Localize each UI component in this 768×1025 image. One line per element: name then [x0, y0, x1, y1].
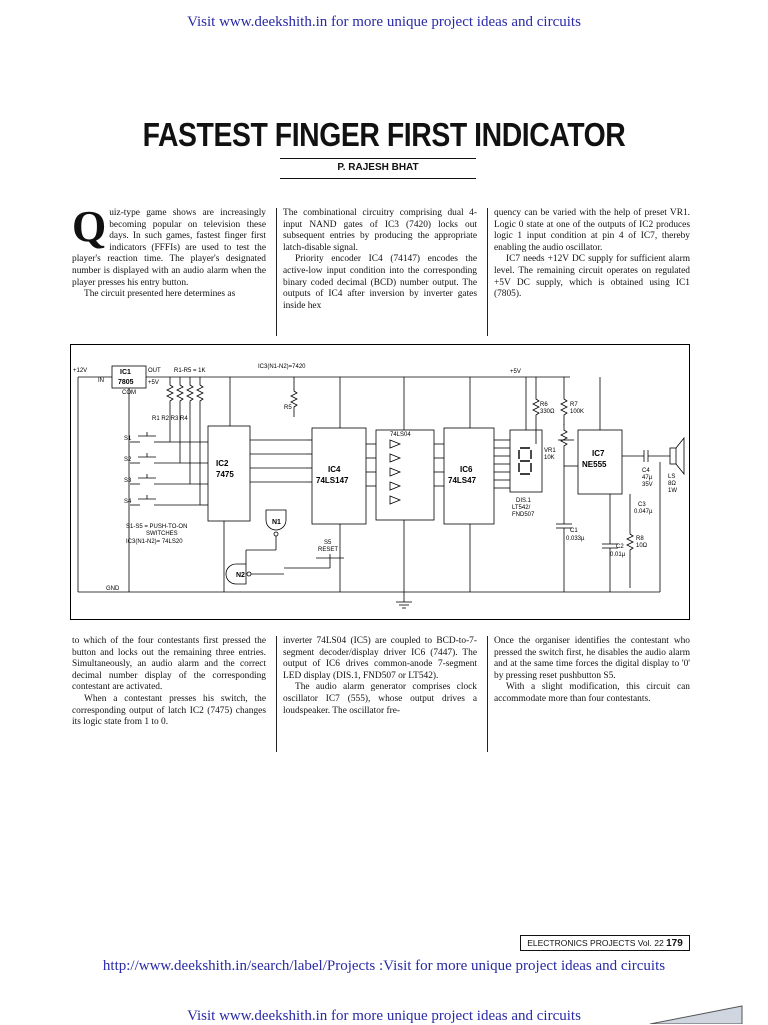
label-ls-val: 8Ω: [668, 481, 676, 487]
label-ic2-part: 7475: [216, 470, 234, 479]
label-s3: S3: [124, 478, 132, 484]
label-ic4-part: 74LS147: [316, 476, 349, 485]
label-ic5-part: 74LS04: [390, 432, 411, 438]
label-c4: C4: [642, 468, 650, 474]
banner-mid-link[interactable]: http://www.deekshith.in/search/label/Pro…: [102, 958, 666, 974]
article-title: FASTEST FINGER FIRST INDICATOR: [142, 116, 626, 153]
column-2-top: The combinational circuitry comprising d…: [283, 208, 477, 312]
page-curl-icon: [649, 1005, 743, 1024]
label-r6: R6: [540, 402, 548, 408]
label-r8-val: 10Ω: [636, 543, 648, 549]
label-dis1-part: LT542/: [512, 505, 531, 511]
label-ic1-part: 7805: [118, 379, 134, 386]
label-s5: S5: [324, 540, 332, 546]
banner-top-link[interactable]: Visit www.deekshith.in for more unique p…: [187, 14, 581, 30]
label-vr1: VR1: [544, 448, 556, 454]
circuit-schematic: +12V IN OUT COM IC1 7805 +5V R1-R5 = 1K …: [70, 344, 690, 620]
label-c1-val: 0.033µ: [566, 536, 585, 542]
switch-note-2: SWITCHES: [146, 531, 178, 537]
label-c1: C1: [570, 528, 578, 534]
column-3-top: quency can be varied with the help of pr…: [494, 208, 690, 301]
label-n1: N1: [272, 519, 281, 526]
label-ic6-part: 74LS47: [448, 476, 477, 485]
label-resistors: R1 R2 R3 R4: [152, 416, 188, 422]
author-rule-top: [280, 158, 476, 159]
switch-note-1: S1-S5 = PUSH-TO-ON: [126, 524, 187, 530]
label-ic7-part: NE555: [582, 460, 607, 469]
column-1-bottom: to which of the four contestants first p…: [72, 636, 266, 729]
label-com: COM: [122, 390, 136, 396]
author-rule-bottom: [280, 178, 476, 179]
col3-top-para-1: quency can be varied with the help of pr…: [494, 208, 690, 253]
label-s2: S2: [124, 457, 132, 463]
label-ic4: IC4: [328, 465, 341, 474]
label-r7: R7: [570, 402, 578, 408]
label-r7-val: 100K: [570, 409, 584, 415]
col2-bottom-para-2: The audio alarm generator comprises cloc…: [283, 682, 477, 716]
label-vr1-val: 10K: [544, 455, 555, 461]
label-c3: C3: [638, 502, 646, 508]
label-r8: R8: [636, 536, 644, 542]
label-c2-val: 0.01µ: [610, 552, 626, 558]
label-r5: R5: [284, 405, 292, 411]
footer-page-number: 179: [666, 938, 683, 949]
label-c4-v: 35V: [642, 482, 653, 488]
label-5v-reg: +5V: [148, 380, 159, 386]
column-divider: [487, 636, 488, 752]
column-divider: [276, 208, 277, 336]
label-dis1-part2: FND507: [512, 512, 535, 518]
label-c4-val: 47µ: [642, 475, 653, 481]
col3-bottom-para-1: Once the organiser identifies the contes…: [494, 636, 690, 681]
col2-bottom-para-1: inverter 74LS04 (IC5) are coupled to BCD…: [283, 636, 477, 681]
col1-top-para-1: uiz-type game shows are increasingly bec…: [72, 208, 266, 288]
label-n2: N2: [236, 572, 245, 579]
label-gnd: GND: [106, 586, 120, 592]
label-s1: S1: [124, 436, 132, 442]
col3-bottom-para-2: With a slight modification, this circuit…: [494, 682, 690, 704]
label-s4: S4: [124, 499, 132, 505]
label-c2: C2: [616, 544, 624, 550]
label-dis1: DIS.1: [516, 498, 532, 504]
label-in: IN: [98, 378, 104, 384]
column-divider: [276, 636, 277, 752]
label-ic6: IC6: [460, 465, 473, 474]
col3-top-para-2: IC7 needs +12V DC supply for sufficient …: [494, 254, 690, 300]
label-ls-w: 1W: [668, 488, 677, 494]
column-divider: [487, 208, 488, 336]
col2-top-para-1: The combinational circuitry comprising d…: [283, 208, 477, 253]
footer-magazine: ELECTRONICS PROJECTS Vol. 22: [527, 938, 664, 948]
label-ls: LS: [668, 474, 675, 480]
label-5v: +5V: [510, 369, 521, 375]
label-ic2: IC2: [216, 459, 229, 468]
author-name: P. RAJESH BHAT: [337, 162, 419, 173]
col2-top-para-2: Priority encoder IC4 (74147) encodes the…: [283, 254, 477, 311]
label-r1r5: R1-R5 = 1K: [174, 368, 206, 374]
label-c3-val: 0.047µ: [634, 509, 653, 515]
col1-bottom-para-1: to which of the four contestants first p…: [72, 636, 266, 693]
switch-note-3: IC3(N1-N2)= 74LS20: [126, 539, 183, 545]
column-2-bottom: inverter 74LS04 (IC5) are coupled to BCD…: [283, 636, 477, 717]
label-out: OUT: [148, 368, 161, 374]
page-footer: ELECTRONICS PROJECTS Vol. 22 179: [520, 935, 690, 951]
drop-cap: Q: [72, 202, 107, 251]
label-ic7: IC7: [592, 449, 605, 458]
banner-bottom-link[interactable]: Visit www.deekshith.in for more unique p…: [187, 1008, 581, 1024]
label-reset: RESET: [318, 547, 338, 553]
label-ic1: IC1: [120, 369, 131, 376]
column-3-bottom: Once the organiser identifies the contes…: [494, 636, 690, 706]
label-ic3-note: IC3(N1-N2)=7420: [258, 364, 306, 370]
label-r6-val: 330Ω: [540, 409, 555, 415]
col1-top-para-2: The circuit presented here determines as: [84, 289, 236, 300]
label-12v: +12V: [73, 368, 87, 374]
col1-bottom-para-2: When a contestant presses his switch, th…: [72, 693, 266, 728]
